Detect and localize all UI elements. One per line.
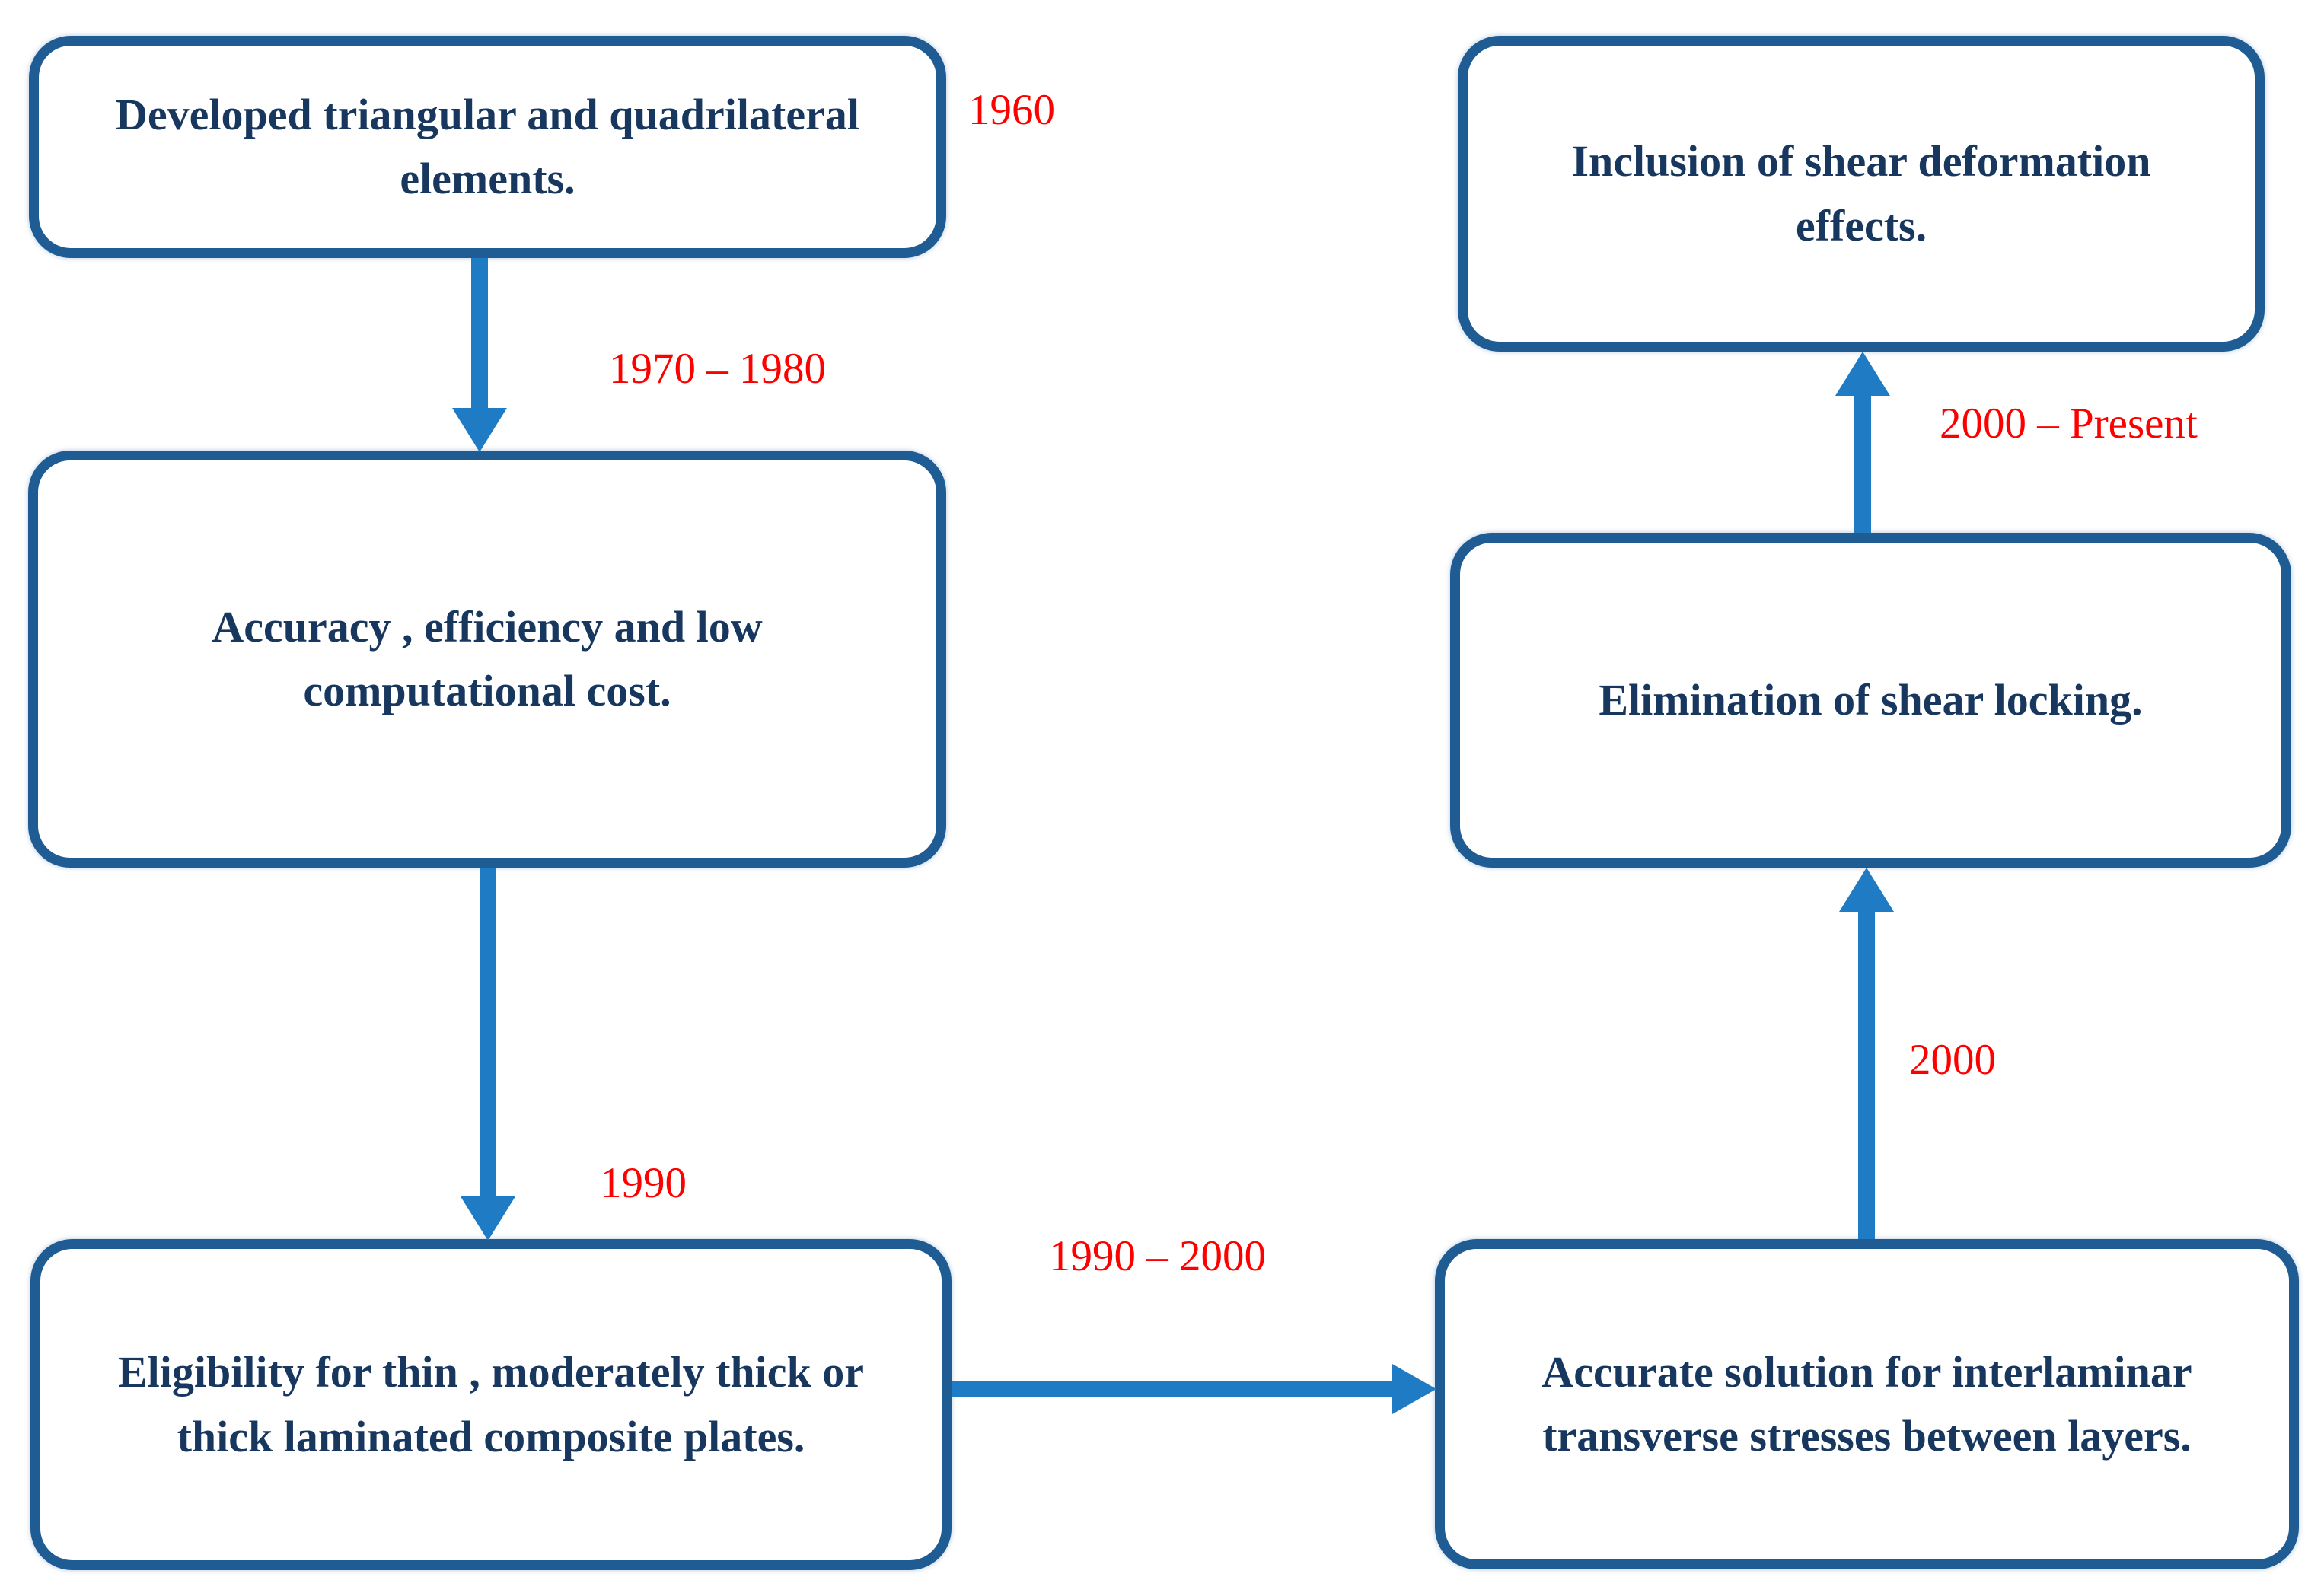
year-label-1970-1980: 1970 – 1980 <box>609 345 826 393</box>
node-text: Accuracy , efficiency and low computatio… <box>212 601 763 715</box>
node-text: Developed triangular and quadrilateral e… <box>116 89 859 203</box>
node-developed-elements: Developed triangular and quadrilateral e… <box>29 36 946 258</box>
node-accuracy-efficiency: Accuracy , efficiency and low computatio… <box>28 451 946 868</box>
node-inclusion-shear-deformation: Inclusion of shear deformation effects. <box>1458 36 2265 352</box>
node-text: Eligibility for thin , moderately thick … <box>117 1347 865 1461</box>
node-elimination-shear-locking: Elimination of shear locking. <box>1450 533 2291 868</box>
year-label-1960: 1960 <box>968 86 1055 134</box>
node-accurate-solution: Accurate solution for interlaminar trans… <box>1435 1239 2299 1569</box>
node-text: Inclusion of shear deformation effects. <box>1571 136 2151 250</box>
node-text: Elimination of shear locking. <box>1599 674 2143 725</box>
year-label-1990: 1990 <box>600 1159 687 1207</box>
year-label-2000: 2000 <box>1909 1036 1996 1084</box>
node-text: Accurate solution for interlaminar trans… <box>1541 1346 2192 1461</box>
year-label-2000-present: 2000 – Present <box>1940 400 2198 448</box>
node-eligibility-plates: Eligibility for thin , moderately thick … <box>30 1239 952 1570</box>
year-label-1990-2000: 1990 – 2000 <box>1049 1232 1266 1280</box>
